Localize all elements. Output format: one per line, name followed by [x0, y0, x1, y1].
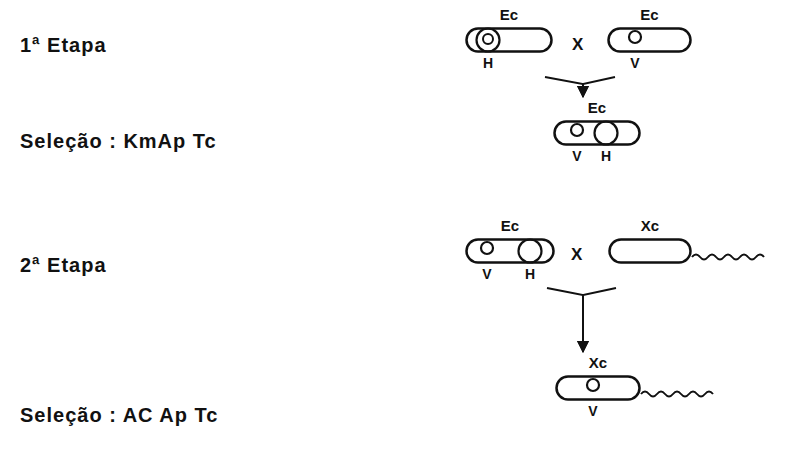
- strain-name: Ec: [553, 98, 641, 118]
- plasmid-node: V: [625, 27, 645, 73]
- cross-symbol: X: [572, 34, 583, 56]
- plasmid-circle: [571, 124, 583, 136]
- chromosome-circle: [483, 34, 493, 44]
- plasmid-outline: [475, 27, 501, 53]
- plasmid-outline: [567, 120, 587, 140]
- strain-name: Ec: [465, 216, 555, 236]
- reaction-arrow: [547, 288, 583, 352]
- strain-name: Xc: [608, 216, 692, 236]
- selection-note: Seleção : KmAp Tc: [20, 128, 217, 154]
- bacterium-cell: Xc: [608, 216, 692, 288]
- bacterium-cell: EcVH: [553, 98, 641, 170]
- cross-symbol: X: [571, 244, 582, 266]
- plasmid-outline: [593, 120, 619, 146]
- bacterium-cell: EcH: [465, 5, 553, 77]
- strain-name: Ec: [465, 5, 553, 25]
- cell-outline: [553, 120, 641, 146]
- plasmid-node: V: [477, 238, 497, 284]
- cell-body: [555, 122, 640, 145]
- plasmid-node: H: [517, 238, 543, 284]
- plasmid-node: V: [583, 375, 603, 421]
- bacterium-cell: EcV: [607, 5, 692, 77]
- cell-body: [467, 240, 554, 263]
- plasmid-outline: [477, 238, 497, 258]
- plasmid-node: H: [593, 120, 619, 166]
- plasmid-circle: [477, 29, 500, 52]
- cell-body: [609, 29, 691, 52]
- plasmid-label: V: [625, 55, 645, 71]
- step-title: 1ª Etapa: [20, 32, 107, 58]
- reaction-arrow: [583, 77, 615, 97]
- reaction-arrow: [545, 77, 583, 97]
- selection-note: Seleção : AC Ap Tc: [20, 402, 218, 428]
- flagellum: [641, 392, 713, 397]
- plasmid-label: V: [567, 148, 587, 164]
- plasmid-node: V: [567, 120, 587, 166]
- plasmid-label: H: [517, 266, 543, 282]
- plasmid-outline: [583, 375, 603, 395]
- cell-body: [610, 240, 691, 263]
- strain-name: Xc: [555, 353, 641, 373]
- plasmid-label: H: [475, 55, 501, 71]
- plasmid-label: V: [583, 403, 603, 419]
- bacterium-cell: XcV: [555, 353, 641, 425]
- plasmid-label: H: [593, 148, 619, 164]
- plasmid-node: H: [475, 27, 501, 73]
- plasmid-outline: [625, 27, 645, 47]
- step-title: 2ª Etapa: [20, 252, 107, 278]
- cell-body: [557, 377, 640, 400]
- plasmid-label: V: [477, 266, 497, 282]
- flagellum: [692, 255, 764, 260]
- plasmid-circle: [481, 242, 493, 254]
- plasmid-circle: [587, 379, 599, 391]
- reaction-arrow: [583, 288, 616, 352]
- cell-outline: [465, 27, 553, 53]
- cell-outline: [608, 238, 692, 264]
- plasmid-outline: [517, 238, 543, 264]
- plasmid-circle: [519, 240, 542, 263]
- cell-body: [467, 29, 552, 52]
- plasmid-circle: [629, 31, 641, 43]
- strain-name: Ec: [607, 5, 692, 25]
- bacterium-cell: EcV H: [465, 216, 555, 288]
- cell-outline: [607, 27, 692, 53]
- plasmid-circle: [595, 122, 618, 145]
